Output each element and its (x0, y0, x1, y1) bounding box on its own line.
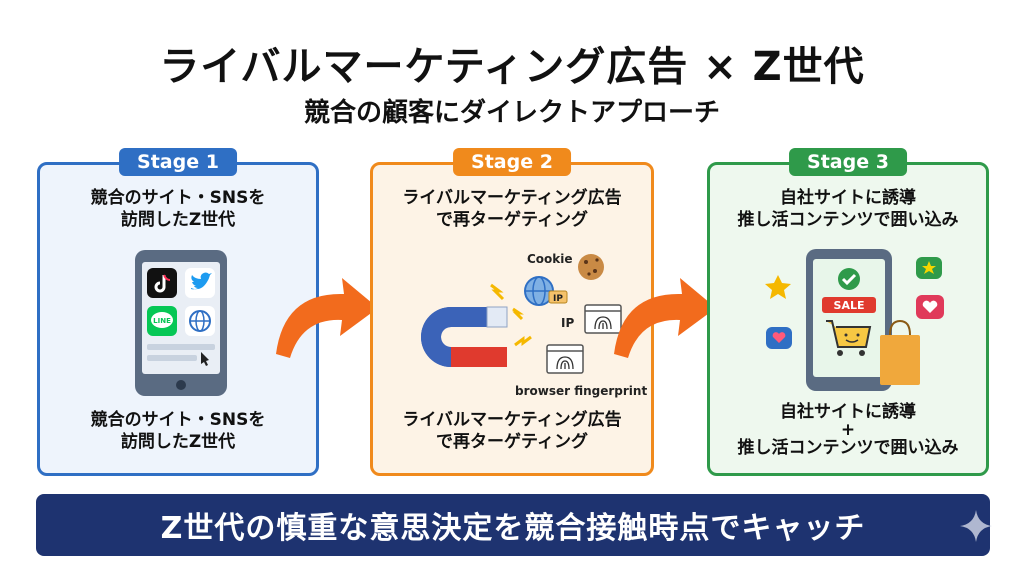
stage-3-bottom-line-2: 推し活コンテンツで囲い込み (737, 438, 959, 458)
sale-label: SALE (834, 299, 865, 312)
shopping-bag-icon (880, 319, 920, 385)
tiktok-icon (147, 268, 177, 298)
line-icon-label: LINE (153, 317, 171, 325)
cookie-icon (578, 254, 604, 280)
ip-tag-label: IP (553, 294, 563, 304)
spark-icon-2 (512, 307, 524, 321)
line-icon: LINE (147, 306, 177, 336)
stage-3-top-text: 自社サイトに誘導 推し活コンテンツで囲い込み (710, 187, 986, 231)
stage-2-panel: Stage 2 ライバルマーケティング広告 で再ターゲティング Cookie (370, 148, 654, 476)
sparkle-icon (960, 510, 992, 542)
heart-bubble-icon-left (766, 327, 792, 349)
stage-3-bottom-plus: + (840, 420, 856, 440)
page-title: ライバルマーケティング広告 × Z世代 (159, 44, 865, 90)
stage-2-top-text: ライバルマーケティング広告 で再ターゲティング (373, 187, 651, 231)
phone-home-button (176, 380, 186, 390)
screen-bar-2 (147, 355, 197, 361)
shopping-cart-icon (826, 320, 872, 356)
cursor-icon (201, 352, 209, 366)
stage-1-top-line-1: 競合のサイト・SNSを (90, 188, 266, 208)
stage-3-badge: Stage 3 (789, 148, 907, 176)
stage-1-bottom-line-2: 訪問したZ世代 (120, 432, 236, 452)
stage-2-badge: Stage 2 (453, 148, 571, 176)
summary-banner: Z世代の慎重な意思決定を競合接触時点でキャッチ (36, 494, 990, 556)
stage-2-top-line-1: ライバルマーケティング広告 (402, 188, 622, 208)
flow-arrow-1 (276, 278, 378, 358)
globe-icon (185, 306, 215, 336)
stage-1-bottom-line-1: 競合のサイト・SNSを (90, 410, 266, 430)
stage-3-top-line-1: 自社サイトに誘導 (780, 188, 916, 208)
stage-1-top-text: 競合のサイト・SNSを 訪問したZ世代 (40, 187, 316, 231)
stage-2-bottom-text: ライバルマーケティング広告 で再ターゲティング (373, 409, 651, 453)
smartphone-sns-illustration: LINE (135, 250, 227, 396)
spark-icon-1 (490, 283, 505, 301)
screen-bar-1 (147, 344, 215, 350)
spark-icon-3 (514, 335, 532, 347)
stage-1-panel: Stage 1 競合のサイト・SNSを 訪問したZ世代 LINE (37, 148, 319, 476)
stage-3-top-line-2: 推し活コンテンツで囲い込み (737, 210, 959, 230)
magnet-icon (421, 306, 508, 367)
retargeting-illustration: Cookie IP IP browser fingerprint (421, 252, 647, 398)
stage-1-badge: Stage 1 (119, 148, 237, 176)
browser-fingerprint-window-1 (584, 304, 622, 334)
stage-1-top-line-2: 訪問したZ世代 (120, 210, 236, 230)
stage-1-bottom-text: 競合のサイト・SNSを 訪問したZ世代 (40, 409, 316, 453)
globe-ip-icon: IP (524, 276, 568, 306)
cookie-label: Cookie (527, 252, 573, 266)
phone-screen-3 (813, 259, 885, 377)
browser-fingerprint-window-2 (546, 344, 584, 374)
stage-3-bottom-line-1: 自社サイトに誘導 (780, 402, 916, 422)
stage-3-panel: Stage 3 自社サイトに誘導 推し活コンテンツで囲い込み SALE (707, 148, 989, 476)
ip-label: IP (561, 316, 574, 330)
flow-arrow-1-shape (276, 278, 378, 358)
page-subtitle: 競合の顧客にダイレクトアプローチ (303, 98, 720, 128)
sale-tag (822, 297, 876, 313)
star-bubble-icon (916, 257, 942, 279)
flow-arrow-2 (614, 278, 716, 358)
summary-banner-text: Z世代の慎重な意思決定を競合接触時点でキャッチ (160, 511, 866, 546)
browser-fingerprint-label: browser fingerprint (515, 384, 647, 398)
ecommerce-smartphone-illustration: SALE (765, 249, 944, 391)
heart-bubble-icon-right (916, 295, 944, 319)
stage-2-top-line-2: で再ターゲティング (436, 210, 588, 230)
flow-arrow-2-shape (614, 278, 716, 358)
stage-2-bottom-line-2: で再ターゲティング (436, 432, 588, 452)
stage-2-bottom-line-1: ライバルマーケティング広告 (402, 410, 622, 430)
stage-3-bottom-text: 自社サイトに誘導 + 推し活コンテンツで囲い込み (710, 401, 986, 459)
star-icon (765, 275, 791, 299)
twitter-icon (185, 268, 215, 298)
